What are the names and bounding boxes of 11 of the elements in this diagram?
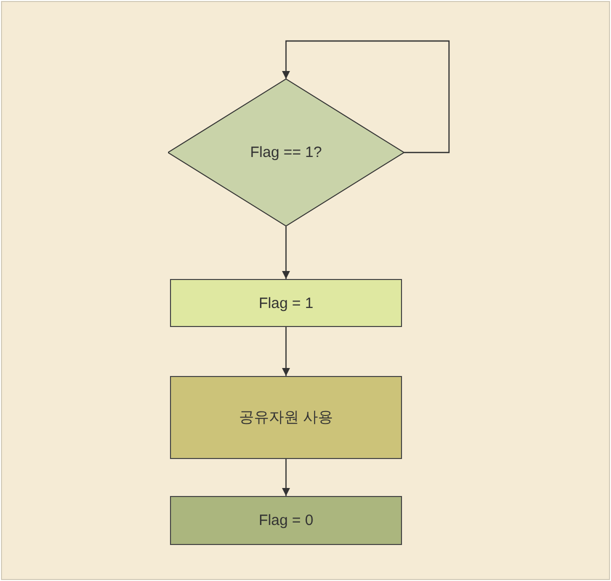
node-text: Flag = 0 — [258, 512, 314, 529]
process-box — [170, 496, 402, 545]
node-text: Flag == 1? — [250, 144, 322, 161]
arrow — [282, 226, 290, 279]
arrow — [282, 459, 290, 496]
node-text: Flag = 1 — [258, 294, 314, 312]
process-box — [170, 279, 402, 327]
arrow — [282, 327, 290, 376]
arrow — [282, 40, 450, 154]
process-box — [170, 376, 402, 459]
node-text: 공유자원 사용 — [238, 408, 334, 427]
